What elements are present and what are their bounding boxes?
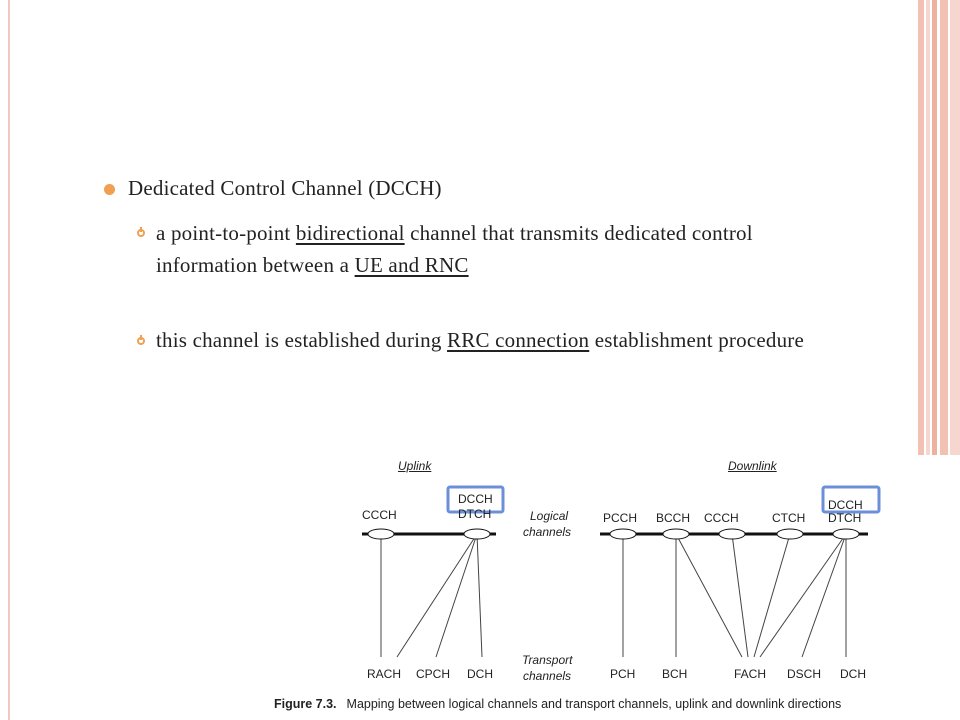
text-part: a point-to-point [156,221,296,245]
transport-ch-dsch: DSCH [787,667,822,681]
slide-bullets: Dedicated Control Channel (DCCH) a point… [104,176,856,356]
mapping-diagram-svg [362,485,881,658]
map-dtch-fach [759,533,847,658]
channel-node [718,528,746,540]
decorative-stripe [926,0,930,455]
sub-bullet-icon [137,227,145,237]
logical-ch-ctch: CTCH [772,511,806,525]
transport-channels-label-1: Transport [522,653,573,667]
map-dtch-cpch [435,533,478,658]
transport-ch-pch: PCH [610,667,636,681]
channel-node [776,528,804,540]
channel-node [463,528,491,540]
sub-bullet-icon [137,335,145,345]
map-dtch-dch [476,533,483,658]
logical-ch-ccch-ul: CCCH [362,508,397,522]
transport-ch-dch-ul: DCH [467,667,493,681]
channel-node [662,528,690,540]
map-ctch-fach [753,533,791,658]
logical-ch-dtch-dl: DTCH [828,511,862,525]
sub-bullet-2: this channel is established during RRC c… [156,324,856,356]
decorative-stripe [940,0,948,455]
text-part: establishment procedure [589,328,804,352]
channel-mapping-figure: Uplink Downlink CCCH DCCH DTCH Logical c… [270,445,960,720]
logical-ch-pcch: PCCH [603,511,638,525]
uplink-heading: Uplink [398,459,432,473]
logical-ch-dcch-dl: DCCH [828,498,863,512]
logical-ch-ccch-dl: CCCH [704,511,739,525]
figure-caption: Figure 7.3. Mapping between logical chann… [274,697,841,711]
caption-label: Figure 7.3. [274,697,337,711]
logical-ch-dtch-ul: DTCH [458,507,492,521]
text-part: this channel is established during [156,328,448,352]
transport-ch-rach: RACH [367,667,402,681]
dcch-highlight-box-uplink [446,485,505,514]
channel-node [832,528,860,540]
decorative-stripe [918,0,924,455]
bullet-dot-icon [104,184,115,195]
transport-ch-bch: BCH [662,667,688,681]
bullet-main: Dedicated Control Channel (DCCH) [128,176,442,200]
decorative-stripe [932,0,937,455]
transport-ch-fach: FACH [734,667,767,681]
map-ccch-fach [731,533,749,658]
channel-node [367,528,395,540]
left-border-line [8,0,10,720]
map-bcch-fach [675,533,743,658]
downlink-heading: Downlink [728,459,777,473]
map-dtch-dsch [801,533,847,658]
transport-channels-label-2: channels [523,669,572,683]
logical-channels-label-2: channels [523,525,572,539]
underlined-term: bidirectional [295,221,405,245]
transport-ch-cpch: CPCH [416,667,451,681]
underlined-term: UE and RNC [354,253,469,277]
sub-bullet-1: a point-to-point bidirectional channel t… [156,217,856,281]
underlined-term: RRC connection [447,328,590,352]
logical-ch-bcch: BCCH [656,511,691,525]
logical-ch-dcch-ul: DCCH [458,492,493,506]
dcch-highlight-box-downlink [821,485,881,514]
logical-channels-label-1: Logical [530,509,569,523]
channel-node [609,528,637,540]
decorative-stripe [950,0,960,455]
transport-ch-dch-dl: DCH [840,667,866,681]
caption-text: Mapping between logical channels and tra… [346,697,842,711]
text-part: channel that transmits dedicated control… [156,221,753,277]
map-dtch-rach [396,533,478,658]
